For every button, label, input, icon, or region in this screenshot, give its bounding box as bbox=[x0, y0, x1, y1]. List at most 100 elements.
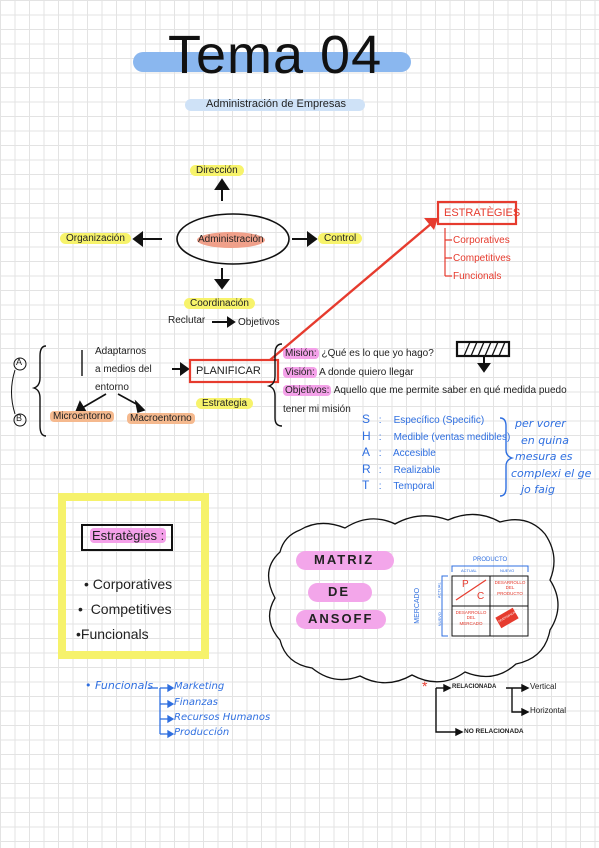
smart-letter: R bbox=[362, 461, 371, 476]
relacion-no-relacionada: NO RELACIONADA bbox=[464, 728, 524, 735]
ansoff-col-b: NUEVO bbox=[500, 568, 515, 573]
smart-note-line: mesura es bbox=[515, 450, 573, 463]
striped-box bbox=[455, 340, 511, 358]
funcionals-item: Finanzas bbox=[174, 697, 218, 708]
mindmap-left-organizacion: Organización bbox=[60, 233, 131, 244]
definition-text: A donde quiero llegar bbox=[319, 367, 414, 378]
microentorno-label: Microentorno bbox=[50, 411, 115, 422]
ansoff-pill bbox=[296, 551, 394, 570]
relacion-horizontal: Horizontal bbox=[530, 706, 567, 715]
cloud-outline bbox=[268, 513, 559, 684]
ansoff-pill bbox=[308, 583, 372, 602]
smart-row: T : Temporal bbox=[362, 478, 510, 495]
center-ellipse bbox=[176, 213, 290, 265]
mindmap-right-control: Control bbox=[318, 233, 363, 244]
definition-text: ¿Qué es lo que yo hago? bbox=[321, 348, 434, 359]
yellow-box-item: • Corporatives bbox=[84, 576, 173, 592]
ansoff-title-line: DE bbox=[328, 584, 351, 599]
relacion-relacionada: RELACIONADA bbox=[452, 684, 497, 690]
ansoff-cell-dm: DESARROLLO DEL MERCADO bbox=[455, 610, 487, 626]
adapt-line: entorno bbox=[95, 382, 129, 393]
smart-text: Temporal bbox=[393, 481, 435, 492]
smart-text: Específico (Specific) bbox=[393, 415, 485, 426]
planificar-label: PLANIFICAR bbox=[196, 365, 261, 377]
ansoff-cell-dp: DESARROLLO DEL PRODUCTO bbox=[494, 580, 526, 596]
funcionals-item: Marketing bbox=[174, 681, 225, 692]
smart-text: Accesible bbox=[393, 448, 436, 459]
definition-objetivos-cont: tener mi misión bbox=[283, 404, 351, 415]
smart-sep: : bbox=[378, 431, 382, 443]
definition-text: Aquello que me permite saber en qué medi… bbox=[333, 385, 567, 396]
smart-letter: S bbox=[362, 412, 371, 426]
title-highlight bbox=[133, 52, 411, 72]
yellow-box-title: Estratègies : bbox=[90, 528, 167, 543]
relacion-star: * bbox=[422, 678, 428, 694]
funcionals-item: Recursos Humanos bbox=[174, 712, 271, 723]
estrategies-item: Corporatives bbox=[453, 235, 510, 246]
letter-b: B bbox=[16, 413, 23, 423]
relacion-vertical: Vertical bbox=[530, 682, 557, 691]
ansoff-title-line: MATRIZ bbox=[314, 552, 375, 567]
reclutar-label: Reclutar bbox=[168, 315, 206, 326]
ansoff-pill bbox=[296, 610, 386, 629]
smart-note-line: complexi el ge bbox=[511, 466, 592, 480]
smart-letter: H bbox=[362, 428, 371, 443]
yellow-box-item-text: Corporatives bbox=[92, 576, 173, 592]
yellow-frame bbox=[58, 493, 209, 659]
center-ellipse-fill bbox=[197, 232, 265, 248]
ansoff-title-line: ANSOFF bbox=[308, 611, 374, 626]
estrategies-item: Competitives bbox=[453, 253, 511, 264]
estrategies-label-box bbox=[81, 524, 173, 551]
smart-note-line: per vorer bbox=[515, 417, 566, 430]
smart-text: Realizable bbox=[393, 464, 441, 476]
funcionals-item: Producción bbox=[174, 727, 230, 738]
smart-sep: : bbox=[378, 481, 382, 492]
smart-row: R : Realizable bbox=[362, 462, 510, 479]
mindmap-bottom-coordinacion: Coordinación bbox=[184, 298, 255, 309]
letter-a: A bbox=[16, 357, 23, 367]
estrategia-label: Estrategia bbox=[196, 398, 254, 409]
definition-term: Visión: bbox=[283, 367, 317, 378]
yellow-box-item-text: Competitives bbox=[90, 601, 172, 617]
mindmap-top-direccion: Dirección bbox=[190, 165, 244, 176]
mindmap-center-administracion: Administración bbox=[198, 234, 264, 245]
smart-row: S : Específico (Specific) bbox=[362, 412, 510, 429]
smart-letter: T bbox=[362, 478, 370, 492]
page-subtitle: Administración de Empresas bbox=[206, 98, 347, 110]
yellow-box-item: • Competitives bbox=[78, 601, 172, 617]
smart-sep: : bbox=[378, 415, 382, 426]
adapt-line: a medios del bbox=[95, 364, 152, 375]
ansoff-col-a: ACTUAL bbox=[461, 568, 477, 573]
ansoff-row-a: ACTUAL bbox=[436, 582, 442, 599]
funcionals-label: • Funcionals bbox=[85, 679, 154, 692]
smart-text: Medible (ventas medibles) bbox=[393, 431, 511, 443]
smart-sep: : bbox=[378, 448, 382, 459]
funcionals-label-text: Funcionals bbox=[95, 679, 154, 692]
smart-sep: : bbox=[378, 464, 382, 476]
definition-objetivos: Objetivos: Aquello que me permite saber … bbox=[283, 385, 567, 396]
ansoff-cell-c: C bbox=[477, 591, 485, 602]
smart-row: A : Accesible bbox=[362, 445, 510, 462]
subtitle-highlight bbox=[185, 99, 365, 111]
page-title: Tema 04 bbox=[168, 25, 383, 85]
ansoff-mercado: MERCADO bbox=[414, 587, 422, 624]
definition-term: Objetivos: bbox=[283, 385, 332, 396]
smart-letter: A bbox=[362, 445, 371, 459]
smart-note: per vorer en quina mesura es complexi el… bbox=[511, 416, 591, 499]
ansoff-row-b: NUEVO bbox=[436, 612, 442, 627]
macroentorno-label: Macroentorno bbox=[127, 413, 195, 424]
definition-mision: Misión: ¿Qué es lo que yo hago? bbox=[283, 348, 434, 359]
estrategies-item: Funcionals bbox=[453, 271, 502, 282]
ansoff-producto: PRODUCTO bbox=[473, 557, 508, 563]
objetivos-label: Objetivos bbox=[238, 317, 280, 328]
yellow-box-title-text: Estratègies : bbox=[90, 528, 167, 543]
adapt-line: Adaptarnos bbox=[95, 346, 147, 357]
planificar-box bbox=[188, 358, 280, 384]
smart-row: H : Medible (ventas medibles) bbox=[362, 429, 510, 446]
smart-note-line: en quina bbox=[521, 433, 569, 447]
definition-vision: Visión: A donde quiero llegar bbox=[283, 367, 414, 378]
ansoff-cell-p: P bbox=[462, 579, 469, 590]
estrategies-title: ESTRATÈGIES bbox=[444, 207, 521, 219]
definition-term: Misión: bbox=[283, 348, 319, 359]
smart-list: S : Específico (Specific) H : Medible (v… bbox=[362, 412, 510, 495]
